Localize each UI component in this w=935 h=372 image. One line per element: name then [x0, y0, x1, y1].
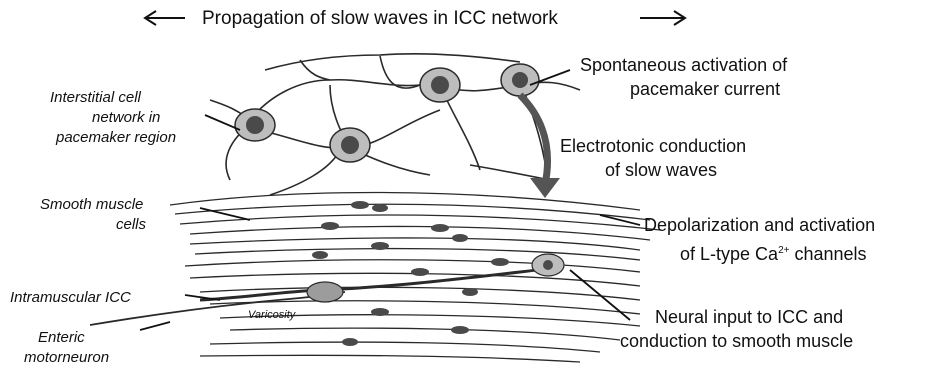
muscle-nucleus	[452, 234, 468, 242]
label-smooth-muscle-line2: cells	[116, 215, 146, 234]
muscle-nucleus	[462, 288, 478, 296]
label-intramuscular-icc: Intramuscular ICC	[10, 288, 131, 307]
label-depolarization-line2: of L-type Ca2+ channels	[680, 240, 867, 265]
label-depolarization-superscript: 2+	[778, 245, 789, 256]
nucleus	[543, 260, 553, 270]
callout-line	[570, 270, 630, 320]
label-depolarization-line1: Depolarization and activation	[644, 214, 875, 236]
muscle-nucleus	[371, 308, 389, 316]
muscle-nucleus	[342, 338, 358, 346]
label-interstitial-line1: Interstitial cell	[50, 88, 141, 107]
label-varicosity: Varicosity	[248, 309, 295, 321]
label-smooth-muscle-line1: Smooth muscle	[40, 195, 143, 214]
muscle-nucleus	[451, 326, 469, 334]
callout-line	[140, 322, 170, 330]
label-interstitial-line2: network in	[92, 108, 160, 127]
muscle-nucleus	[491, 258, 509, 266]
conduction-arrow	[520, 95, 548, 185]
muscle-nucleus	[411, 268, 429, 276]
varicosity	[307, 282, 343, 302]
label-interstitial-line3: pacemaker region	[56, 128, 176, 147]
label-neural-line2: conduction to smooth muscle	[620, 330, 853, 352]
nucleus	[246, 116, 264, 134]
label-neural-line1: Neural input to ICC and	[655, 306, 843, 328]
muscle-nucleus	[372, 204, 388, 212]
diagram-title: Propagation of slow waves in ICC network	[202, 8, 558, 30]
intramuscular-icc	[200, 265, 560, 300]
nucleus	[512, 72, 528, 88]
muscle-nucleus	[371, 242, 389, 250]
label-spontaneous-line1: Spontaneous activation of	[580, 54, 787, 76]
icc-cell-bodies	[235, 64, 539, 162]
label-electrotonic-line2: of slow waves	[605, 159, 717, 181]
muscle-nucleus	[321, 222, 339, 230]
nucleus	[341, 136, 359, 154]
muscle-nucleus	[431, 224, 449, 232]
muscle-nucleus	[312, 251, 328, 259]
muscle-nucleus	[351, 201, 369, 209]
nucleus	[431, 76, 449, 94]
label-depolarization-suffix: channels	[789, 244, 866, 264]
conduction-arrowhead	[530, 178, 560, 198]
label-spontaneous-line2: pacemaker current	[630, 78, 780, 100]
label-enteric-line1: Enteric	[38, 328, 85, 347]
label-electrotonic-line1: Electrotonic conduction	[560, 135, 746, 157]
label-depolarization-prefix: of L-type Ca	[680, 244, 778, 264]
label-enteric-line2: motorneuron	[24, 348, 109, 367]
